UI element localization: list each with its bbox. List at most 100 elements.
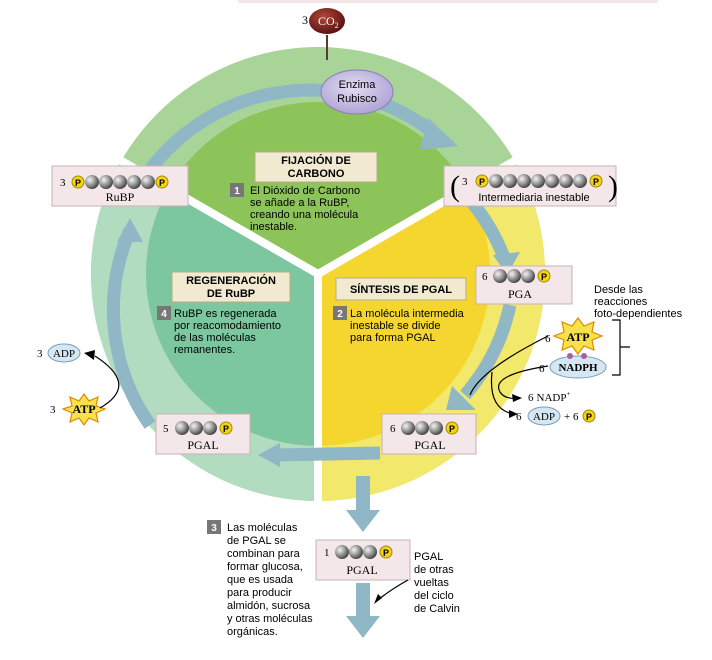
synthesis-text2: inestable se divide [350, 320, 441, 332]
pgal-right-chain: P [401, 421, 459, 435]
svg-text:P: P [75, 178, 81, 188]
step-3-badge [207, 520, 221, 534]
atp-left-label: ATP [72, 402, 95, 416]
fixation-text1: El Dióxido de Carbono [250, 185, 360, 197]
pgal-right-count: 6 [390, 423, 396, 435]
paren-left: ( [450, 170, 460, 203]
intermediate-box [443, 165, 617, 207]
regeneration-title2: DE RuBP [207, 288, 255, 300]
synthesis-title: SÍNTESIS DE PGAL [350, 283, 452, 296]
nadph-h2-icon [581, 353, 587, 359]
atp-left-arrow [94, 355, 120, 409]
fixation-title2: CARBONO [288, 168, 345, 180]
phosphate-out-label: P [586, 412, 592, 422]
adp-arrowhead [509, 410, 518, 418]
step-3-number: 3 [211, 523, 217, 534]
fixation-title1: FIJACIÓN DE [281, 154, 351, 167]
source-bracket [612, 319, 630, 376]
adp-out-label: ADP [533, 411, 555, 423]
glucose-text6: para producir [227, 587, 292, 599]
pgal-other-line3: vueltas [414, 577, 449, 589]
svg-text:P: P [449, 424, 455, 434]
adp-out-pill-icon [527, 406, 561, 426]
fixation-title-box [254, 151, 378, 183]
step-2-badge [333, 306, 347, 320]
arrowhead-right-upper [493, 252, 520, 275]
svg-text:P: P [223, 424, 229, 434]
atp-left-burst-icon [61, 392, 107, 427]
source-line2: reacciones [594, 296, 648, 308]
regeneration-text1: RuBP es regenerada [174, 308, 277, 320]
pgal-left-box [155, 413, 251, 455]
pgal-right-box [381, 413, 477, 455]
source-line3: foto-dependientes [594, 308, 683, 320]
rubp-label: RuBP [106, 190, 135, 204]
paren-right: ) [608, 170, 618, 203]
synthesis-text1: La molécula intermedia [350, 308, 465, 320]
adp-left-label: ADP [53, 348, 75, 360]
pgal-left-label: PGAL [187, 438, 218, 452]
adp-left-count: 3 [37, 348, 43, 360]
nadph-h-icon [567, 353, 573, 359]
svg-text:P: P [159, 178, 165, 188]
glucose-text2: de PGAL se [227, 535, 286, 547]
glucose-text8: y otras moléculas [227, 613, 313, 625]
svg-text:P: P [593, 177, 599, 187]
atp-burst-icon [552, 317, 604, 355]
arrowhead-left [117, 218, 143, 242]
regeneration-title-box [171, 271, 291, 303]
glucose-text9: orgánicas. [227, 626, 278, 638]
arrowhead-down-2 [346, 616, 380, 638]
co2-label: CO2 [318, 14, 339, 30]
pgal-other-line1: PGAL [414, 551, 443, 563]
co2-molecule-icon [309, 8, 345, 34]
pga-chain: P [493, 269, 551, 283]
arrow-left [106, 227, 156, 429]
intermediate-chain: P P [475, 174, 603, 188]
step-1-badge [230, 183, 244, 197]
atp-use-arrow [469, 335, 549, 396]
fixation-text2: se añade a la RuBP, [250, 197, 349, 209]
step-1-number: 1 [234, 186, 240, 197]
adp-out-count: 6 [516, 411, 522, 423]
rubp-count: 3 [60, 177, 66, 189]
regeneration-text3: de las moléculas [174, 332, 256, 344]
pgal-out-chain: P [335, 545, 393, 559]
enzyme-line2: Rubisco [337, 93, 377, 105]
rubp-chain: P P [71, 175, 169, 189]
arrow-right-lower [460, 303, 517, 400]
source-line1: Desde las [594, 284, 643, 296]
synthesis-text3: para forma PGAL [350, 332, 436, 344]
adp-left-pill-icon [47, 343, 81, 363]
glucose-text3: combinan para [227, 548, 301, 560]
pgal-other-arrowhead [374, 594, 382, 604]
arrow-bottom [274, 446, 381, 462]
arrowhead-top [420, 118, 458, 150]
svg-text:P: P [479, 177, 485, 187]
pgal-other-line5: de Calvin [414, 603, 460, 615]
nadph-in-label: NADPH [558, 362, 598, 374]
atp-left-arrowhead [84, 350, 95, 360]
phosphate-out-icon [582, 409, 596, 423]
arrowhead-down [346, 510, 380, 532]
pgal-right-label: PGAL [414, 438, 445, 452]
step-4-number: 4 [161, 309, 167, 320]
enzyme-line1: Enzima [339, 79, 377, 91]
arrow-down-shaft [356, 476, 370, 512]
arrow-down-shaft-2 [356, 583, 370, 619]
glucose-text4: formar glucosa, [227, 561, 303, 573]
pga-count: 6 [482, 271, 488, 283]
regeneration-text2: por reacomodamiento [174, 320, 281, 332]
adp-out-plus: + 6 [564, 411, 579, 423]
pgal-out-label: PGAL [346, 563, 377, 577]
pgal-out-box [315, 539, 411, 581]
svg-text:P: P [541, 272, 547, 282]
glucose-text5: que es usada [227, 574, 294, 586]
glucose-text1: Las moléculas [227, 522, 298, 534]
fixation-text4: inestable. [250, 221, 297, 233]
pgal-out-count: 1 [324, 547, 330, 559]
intermediate-count: 3 [462, 176, 468, 188]
synthesis-title-box [335, 277, 467, 301]
